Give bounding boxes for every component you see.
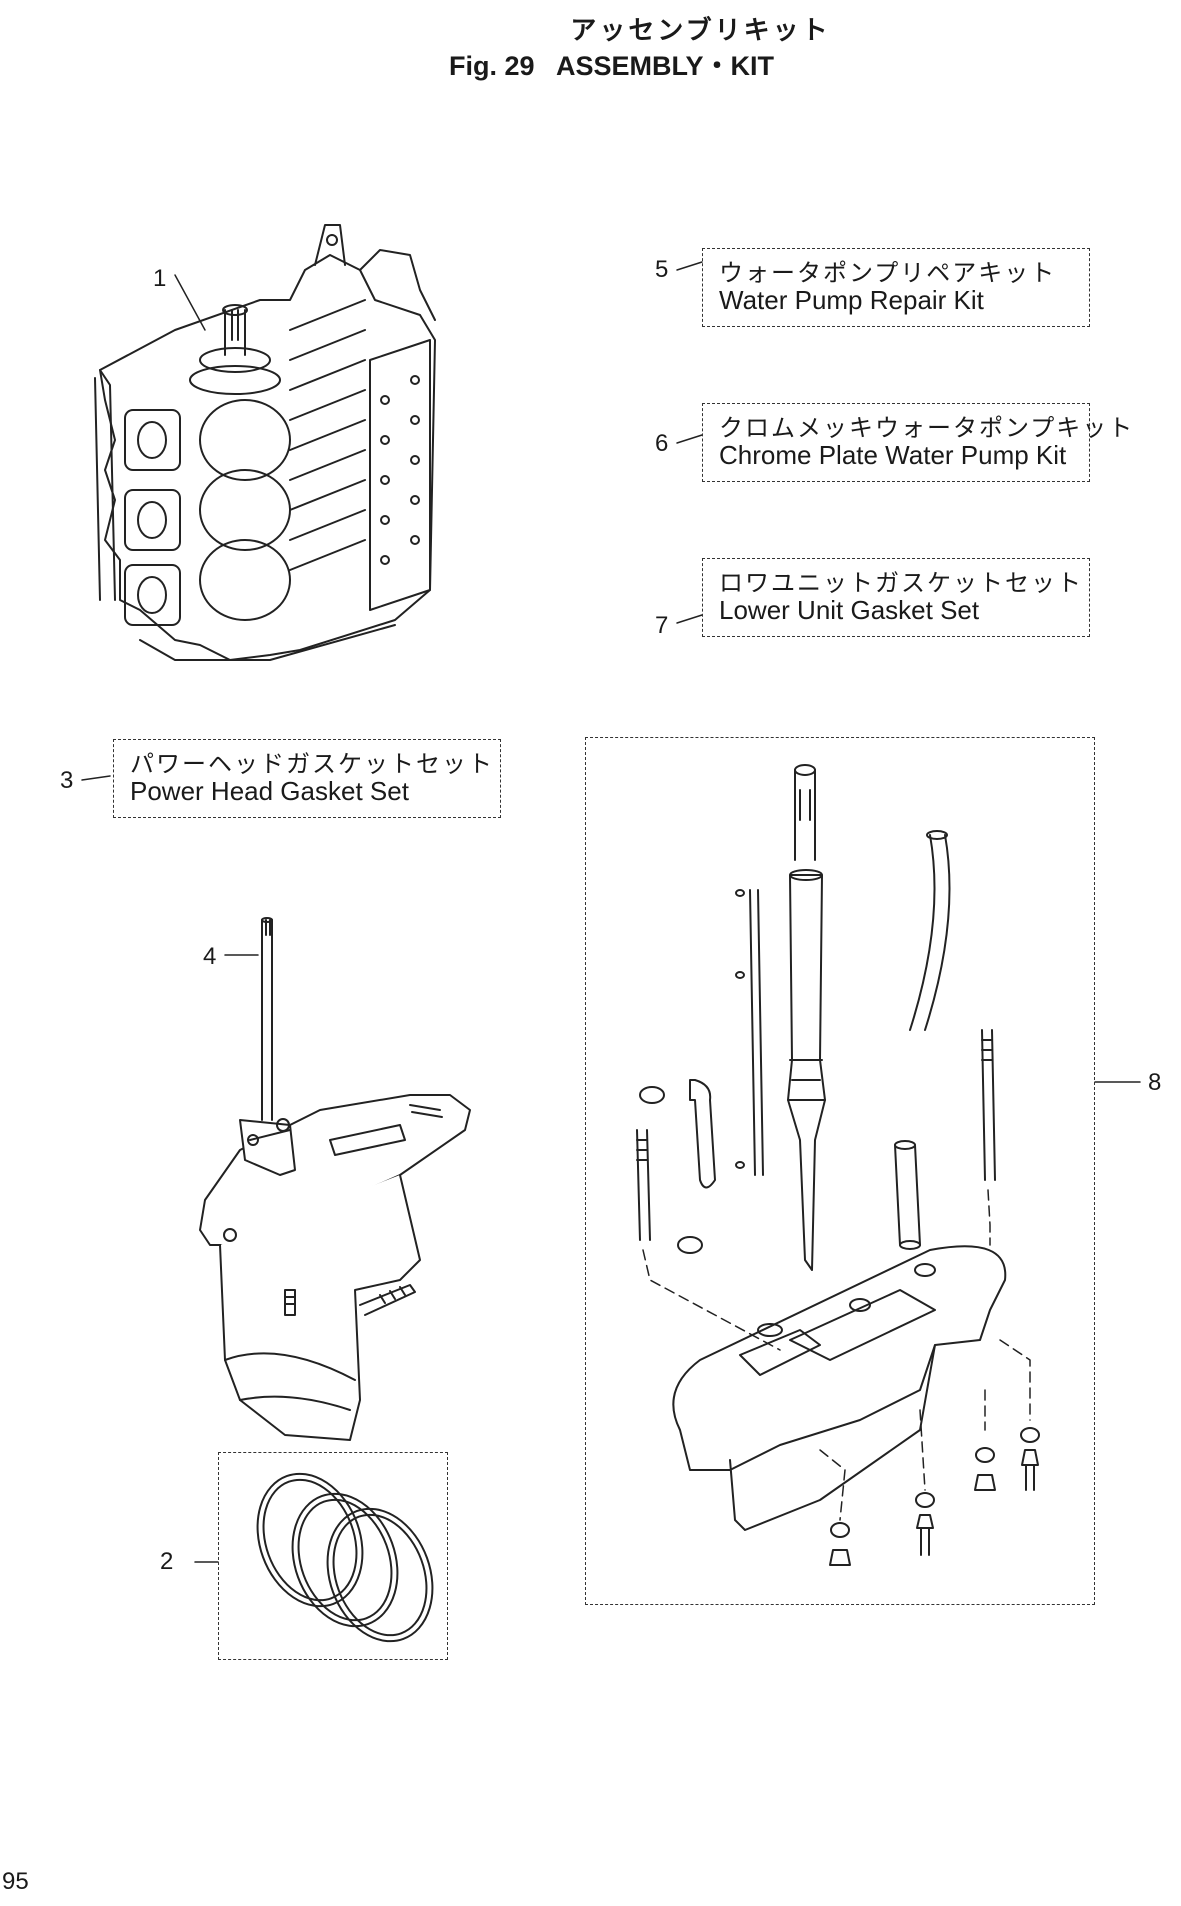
item-number-2: 2	[160, 1548, 174, 1575]
water-pump-repair-kit-box: ウォータポンプリペアキット Water Pump Repair Kit	[702, 248, 1090, 327]
item-number-7: 7	[655, 612, 669, 639]
lower-unit-assembly	[199, 917, 471, 1441]
page-number: 95	[2, 1868, 29, 1895]
piston-rings	[256, 1472, 434, 1643]
chrome-plate-water-pump-kit-box: クロムメッキウォータポンプキット Chrome Plate Water Pump…	[702, 403, 1132, 482]
item-number-8: 8	[1148, 1069, 1162, 1096]
kit-label: Power Head Gasket Set	[130, 776, 409, 806]
item-number-5: 5	[655, 256, 669, 283]
item-number-6: 6	[655, 430, 669, 457]
gasket-parts-frame	[585, 737, 1095, 1605]
page-title: Fig. 29 ASSEMBLY・KIT	[449, 51, 775, 81]
kit-label: Water Pump Repair Kit	[719, 285, 984, 315]
item-number-4: 4	[203, 943, 217, 970]
piston-rings-frame	[218, 1452, 448, 1660]
item-number-3: 3	[60, 767, 74, 794]
lower-unit-gasket-set-box: ロワユニットガスケットセット Lower Unit Gasket Set	[702, 558, 1090, 637]
kit-label-japanese: ロワユニットガスケットセット	[719, 569, 1083, 597]
kit-label-japanese: ウォータポンプリペアキット	[719, 259, 1057, 287]
item-number-1: 1	[153, 265, 167, 292]
lower-unit-gasket-parts	[636, 764, 1040, 1566]
kit-label-japanese: パワーヘッドガスケットセット	[130, 750, 494, 778]
kit-label: Chrome Plate Water Pump Kit	[719, 440, 1067, 470]
power-head-gasket-set-box: パワーヘッドガスケットセット Power Head Gasket Set	[113, 739, 501, 818]
page-title-japanese: アッセンブリキット	[570, 16, 831, 46]
power-head-assembly	[94, 224, 436, 661]
kit-label: Lower Unit Gasket Set	[719, 595, 980, 625]
kit-label-japanese: クロムメッキウォータポンプキット	[719, 414, 1135, 442]
